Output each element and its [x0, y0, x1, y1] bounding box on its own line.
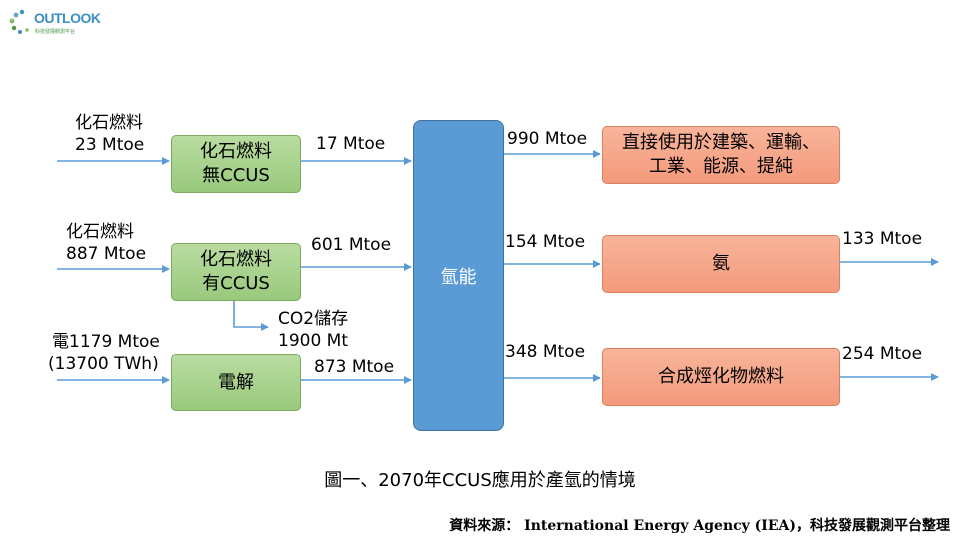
- input-electricity-label: 電1179 Mtoe: [52, 332, 160, 352]
- flow-ammonia-out: 133 Mtoe: [842, 229, 923, 249]
- input-electricity-value: (13700 TWh): [48, 354, 159, 374]
- flow-hub-to-synfuel: 348 Mtoe: [505, 342, 586, 362]
- figure-caption: 圖一、2070年CCUS應用於產氫的情境: [324, 470, 636, 491]
- outlook-logo: OUTLOOK 科技發展觀測平台: [8, 8, 118, 42]
- hydrogen-hub-label: 氫能: [440, 266, 477, 288]
- input-fossil-ccus-value: 887 Mtoe: [66, 244, 147, 264]
- arrow-co2-storage: [233, 300, 269, 331]
- flow-synfuel-out: 254 Mtoe: [842, 344, 923, 364]
- input-fossil-no-ccus-label: 化石燃料: [75, 113, 143, 133]
- output-direct-use: 直接使用於建築、運輸、 工業、能源、提純: [602, 126, 840, 184]
- output-synfuel: 合成烴化物燃料: [602, 348, 840, 406]
- process-fossil-ccus-line1: 化石燃料: [200, 249, 272, 270]
- process-electrolysis: 電解: [171, 354, 301, 411]
- output-synfuel-label: 合成烴化物燃料: [658, 366, 784, 387]
- flow-hub-to-ammonia: 154 Mtoe: [505, 232, 586, 252]
- output-ammonia-label: 氨: [712, 253, 730, 274]
- flow-hub-to-direct: 990 Mtoe: [507, 129, 588, 149]
- process-fossil-ccus: 化石燃料 有CCUS: [171, 243, 301, 301]
- process-fossil-no-ccus: 化石燃料 無CCUS: [171, 135, 301, 193]
- source-note: 資料來源： International Energy Agency (IEA)，…: [449, 518, 950, 534]
- output-direct-use-line2: 工業、能源、提純: [649, 156, 793, 177]
- co2-storage-value: 1900 Mt: [278, 331, 349, 351]
- logo-name: OUTLOOK: [34, 10, 101, 26]
- process-fossil-no-ccus-line1: 化石燃料: [200, 141, 272, 162]
- output-ammonia: 氨: [602, 235, 840, 293]
- input-fossil-ccus-label: 化石燃料: [66, 222, 134, 242]
- hydrogen-hub: 氫能: [413, 120, 504, 431]
- flow-electrolysis-output: 873 Mtoe: [314, 357, 395, 377]
- flow-no-ccus-output: 17 Mtoe: [316, 134, 386, 154]
- co2-storage-label: CO2儲存: [278, 309, 349, 329]
- logo-subtitle: 科技發展觀測平台: [35, 29, 76, 35]
- process-fossil-no-ccus-line2: 無CCUS: [202, 165, 270, 186]
- process-electrolysis-label: 電解: [218, 371, 254, 393]
- input-fossil-no-ccus-value: 23 Mtoe: [75, 135, 145, 155]
- output-direct-use-line1: 直接使用於建築、運輸、: [622, 132, 820, 153]
- process-fossil-ccus-line2: 有CCUS: [202, 273, 270, 294]
- leaf-dots-icon: [9, 9, 29, 34]
- flow-ccus-output: 601 Mtoe: [311, 235, 392, 255]
